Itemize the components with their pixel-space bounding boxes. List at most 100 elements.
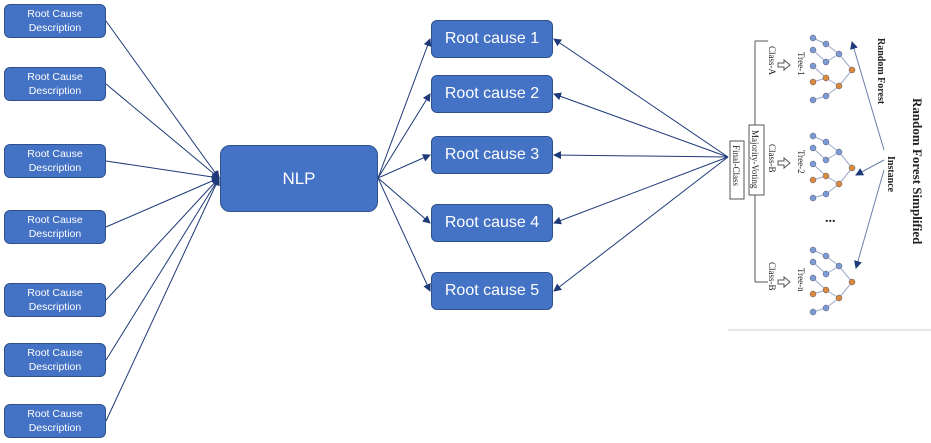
tree-node [809, 62, 817, 70]
tree-n-label: Tree-n [796, 268, 806, 292]
tree-node [848, 278, 856, 286]
root-cause-box-1: Root cause 1 [431, 20, 553, 58]
source-line-1: Root Cause [27, 347, 83, 359]
tree-2-label: Tree-2 [796, 150, 806, 174]
edge-source-1-nlp [105, 20, 220, 179]
source-line-1: Root Cause [27, 148, 83, 160]
tree-1-class: Class-A [767, 46, 777, 76]
tree-node [835, 262, 843, 270]
nlp-label: NLP [282, 168, 316, 188]
edge-source-2-nlp [105, 83, 220, 179]
edge-nlp-rc5 [377, 177, 431, 292]
edge-source-3-nlp [105, 160, 220, 181]
source-line-2: Description [28, 22, 82, 34]
tree-node [822, 138, 830, 146]
tree-n-class: Class-B [767, 262, 777, 291]
tree-node [809, 308, 817, 316]
tree-node [809, 246, 817, 254]
tree-node [809, 78, 817, 86]
root-cause-box-4: Root cause 4 [431, 204, 553, 242]
tree-ellipsis: ... [825, 211, 836, 226]
tree-node [809, 132, 817, 140]
edge-nlp-rc4 [377, 177, 431, 224]
root-cause-box-5: Root cause 5 [431, 272, 553, 310]
tree-node [822, 304, 830, 312]
tree-1-label: Tree-1 [796, 52, 806, 76]
tree-node [809, 194, 817, 202]
tree-node [822, 252, 830, 260]
source-line-1: Root Cause [27, 214, 83, 226]
tree-node [809, 46, 817, 54]
tree-node [848, 164, 856, 172]
edge-rf-rc5 [553, 156, 729, 292]
tree-node [835, 180, 843, 188]
source-line-1: Root Cause [27, 408, 83, 420]
tree-node [822, 190, 830, 198]
tree-node [809, 96, 817, 104]
edge-rf-rc2 [553, 92, 729, 158]
tree-node [822, 58, 830, 66]
source-line-2: Description [28, 361, 82, 373]
random-forest-panel: Majority-Voting Final-Class Tree-1 Class… [728, 34, 931, 331]
instance-label: Instance [885, 156, 896, 193]
panel-title: Random Forest Simplified [910, 98, 925, 245]
edge-nlp-rc3 [377, 154, 431, 179]
tree-node [809, 274, 817, 282]
tree-node [822, 40, 830, 48]
root-cause-label: Root cause 1 [444, 30, 540, 47]
tree-node [822, 156, 830, 164]
root-cause-label: Root cause 4 [444, 214, 540, 231]
source-line-1: Root Cause [27, 8, 83, 20]
tree-node [835, 82, 843, 90]
forest-label: Random Forest [875, 38, 886, 105]
edge-rf-rc4 [553, 156, 729, 225]
root-cause-box-2: Root cause 2 [431, 75, 553, 113]
tree-node [822, 74, 830, 82]
majority-voting-box [748, 124, 765, 196]
decision-tree-2 [809, 132, 856, 202]
edge-nlp-rc2 [377, 93, 431, 179]
source-line-2: Description [28, 301, 82, 313]
edge-source-6-nlp [105, 177, 220, 361]
edge-source-7-nlp [105, 177, 220, 422]
edge-rf-rc1 [553, 38, 729, 158]
tree-node [822, 172, 830, 180]
source-line-1: Root Cause [27, 71, 83, 83]
decision-tree-3 [809, 246, 856, 316]
tree-node [822, 286, 830, 294]
source-line-2: Description [28, 85, 82, 97]
edge-rf-rc3 [553, 151, 729, 160]
edge-nlp-rc1 [377, 38, 432, 179]
decision-tree-1 [809, 34, 856, 104]
source-line-2: Description [28, 228, 82, 240]
tree-node [822, 92, 830, 100]
edge-source-5-nlp [105, 177, 220, 301]
tree-node [809, 34, 817, 42]
trees-group [809, 34, 856, 316]
edge-source-4-nlp [105, 177, 220, 228]
tree-node [835, 148, 843, 156]
tree-node [835, 294, 843, 302]
source-line-2: Description [28, 162, 82, 174]
root-cause-label: Root cause 5 [444, 282, 540, 299]
tree-node [809, 290, 817, 298]
tree-node [809, 144, 817, 152]
tree-node [809, 160, 817, 168]
tree-2-class: Class-B [767, 144, 777, 173]
tree-node [809, 258, 817, 266]
tree-node [835, 50, 843, 58]
source-line-2: Description [28, 422, 82, 434]
majority-voting-label: Majority-Voting [750, 130, 760, 189]
root-cause-box-3: Root cause 3 [431, 136, 553, 174]
source-line-1: Root Cause [27, 287, 83, 299]
final-class-box [729, 140, 745, 200]
root-cause-label: Root cause 2 [444, 85, 540, 102]
